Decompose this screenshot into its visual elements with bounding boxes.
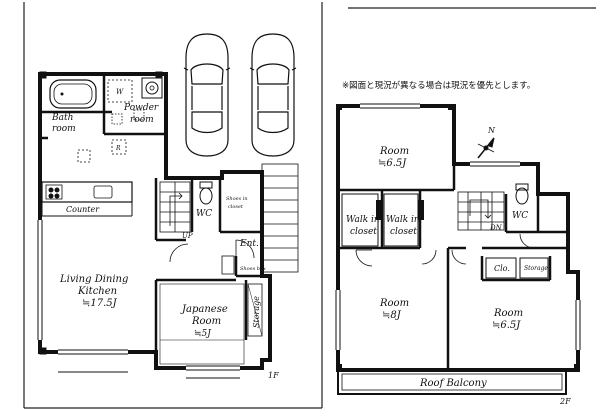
label-ldk-line2: Kitchen: [77, 286, 117, 297]
label-dn: DN: [489, 224, 503, 232]
label-storage-1f: Storage: [252, 296, 261, 328]
label-walkin2-line1: Walk in: [386, 215, 420, 225]
label-bath-line2: room: [52, 124, 76, 134]
label-ldk-size: ≒17.5J: [82, 298, 118, 309]
compass-icon: [477, 137, 495, 159]
toilet-icon: [199, 181, 213, 205]
label-japanese-size: ≒5J: [194, 329, 212, 339]
washer-label: W: [116, 88, 124, 96]
label-room-right-size: ≒6.5J: [492, 320, 521, 331]
site-boundary: [23, 2, 596, 409]
label-ent: Ent.: [239, 239, 259, 249]
disclaimer-note: ※図面と現況が異なる場合は現況を優先とします。: [342, 80, 535, 91]
fridge-label: R: [115, 145, 121, 152]
label-walkin2-line2: closet: [390, 227, 417, 237]
fridge-spot: [111, 139, 127, 155]
car-icon: [249, 33, 297, 157]
label-wc-1f: WC: [196, 209, 212, 219]
bathtub-icon: [49, 79, 97, 109]
label-balcony: Roof Balcony: [419, 378, 487, 389]
entry-steps: [261, 163, 299, 273]
car-icon: [183, 33, 231, 157]
toilet-icon: [515, 183, 529, 205]
label-japanese-line1: Japanese: [180, 304, 228, 315]
stair-1f: [159, 181, 191, 233]
label-ldk-line1: Living Dining: [59, 274, 128, 285]
compass-label: N: [487, 126, 496, 135]
label-room-left-size: ≒8J: [382, 310, 402, 321]
label-walkin1-line1: Walk in: [346, 215, 380, 225]
stair-2f: [457, 191, 505, 231]
label-powder-line2: room: [130, 115, 154, 125]
label-room-left: Room: [379, 298, 409, 309]
floor2-plan: Room ≒6.5J Walk in closet Walk in closet…: [335, 103, 581, 406]
label-shoes-box: Shoes box: [240, 266, 266, 272]
label-walkin1-line2: closet: [350, 227, 377, 237]
label-storage-2f: Storage: [524, 265, 548, 272]
label-shoes-closet-2: closet: [228, 204, 244, 210]
label-room-top: Room: [379, 146, 409, 157]
label-japanese-line2: Room: [191, 316, 221, 327]
label-powder-line1: Powder: [123, 103, 159, 113]
kitchen-counter: [41, 181, 133, 203]
label-bath-line1: Bath: [51, 113, 73, 123]
sink-icon: [141, 77, 163, 99]
label-room-top-size: ≒6.5J: [378, 158, 407, 169]
floor2-label: 2F: [559, 397, 571, 406]
label-counter: Counter: [66, 205, 100, 214]
label-room-right: Room: [493, 308, 523, 319]
label-up: UP: [182, 232, 193, 240]
washer-spot: [107, 79, 133, 103]
label-shoes-closet-1: Shoes in: [226, 196, 248, 202]
floor1-plan: W R: [37, 71, 299, 380]
balcony: [337, 369, 567, 395]
label-wc-2f: WC: [512, 211, 528, 221]
floor1-label: 1F: [268, 371, 279, 380]
label-clo: Clo.: [494, 264, 510, 273]
